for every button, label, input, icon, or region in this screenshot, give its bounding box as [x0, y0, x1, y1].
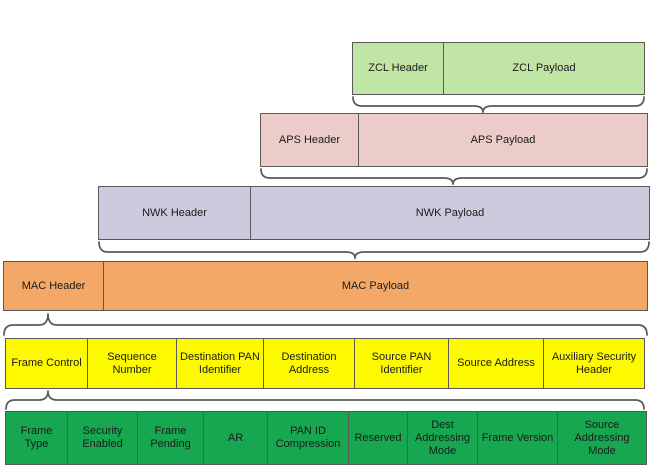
frame-control-fields-row: Frame Type Security Enabled Frame Pendin…: [5, 411, 647, 465]
bit-pan-id-compression: PAN ID Compression: [268, 412, 349, 464]
field-auxiliary-security-header-label: Auxiliary Security Header: [551, 350, 637, 376]
brace-aps-to-nwk-payload-icon: [260, 168, 648, 186]
mac-payload-label: MAC Payload: [341, 279, 410, 292]
field-destination-address-label: Destination Address: [281, 350, 337, 376]
mac-layer-row: MAC Header MAC Payload: [3, 261, 648, 311]
field-sequence-number-label: Sequence Number: [107, 350, 157, 376]
field-source-address-label: Source Address: [457, 357, 535, 369]
nwk-payload-label: NWK Payload: [415, 206, 485, 219]
aps-layer-row: APS Header APS Payload: [260, 113, 648, 167]
field-destination-pan-identifier-label: Destination PAN Identifier: [180, 350, 260, 376]
nwk-header-label: NWK Header: [142, 206, 207, 219]
zcl-payload-label: ZCL Payload: [512, 62, 576, 74]
brace-zcl-to-aps-payload-icon: [352, 96, 645, 114]
bit-dest-addressing-mode: Dest Addressing Mode: [408, 412, 478, 464]
nwk-header-box: NWK Header: [99, 187, 251, 239]
aps-header-box: APS Header: [261, 114, 359, 166]
zcl-layer-row: ZCL Header ZCL Payload: [352, 42, 645, 95]
aps-payload-box: APS Payload: [359, 114, 647, 166]
field-frame-control: Frame Control: [6, 339, 88, 388]
bit-frame-version-label: Frame Version: [481, 431, 554, 444]
bit-frame-pending-label: Frame Pending: [150, 425, 191, 450]
mac-header-fields-row: Frame Control Sequence Number Destinatio…: [5, 338, 645, 389]
zcl-header-label: ZCL Header: [368, 62, 428, 74]
bit-ar: AR: [204, 412, 268, 464]
brace-mac-header-expansion-icon: [3, 313, 648, 336]
bit-frame-type-label: Frame Type: [20, 425, 53, 450]
zcl-header-box: ZCL Header: [353, 43, 444, 94]
bit-dest-addressing-mode-label: Dest Addressing Mode: [414, 418, 471, 457]
bit-ar-label: AR: [227, 431, 244, 444]
zcl-payload-box: ZCL Payload: [444, 43, 644, 94]
field-sequence-number: Sequence Number: [88, 339, 177, 388]
nwk-payload-box: NWK Payload: [251, 187, 649, 239]
field-source-address: Source Address: [449, 339, 544, 388]
bit-reserved-label: Reserved: [354, 431, 402, 444]
mac-payload-box: MAC Payload: [104, 262, 647, 310]
nwk-layer-row: NWK Header NWK Payload: [98, 186, 650, 240]
bit-source-addressing-mode: Source Addressing Mode: [558, 412, 646, 464]
aps-payload-label: APS Payload: [470, 133, 536, 146]
field-source-pan-identifier-label: Source PAN Identifier: [371, 350, 432, 376]
aps-header-label: APS Header: [278, 133, 341, 146]
mac-header-label: MAC Header: [21, 279, 86, 292]
field-destination-address: Destination Address: [264, 339, 355, 388]
bit-frame-pending: Frame Pending: [138, 412, 204, 464]
bit-security-enabled-label: Security Enabled: [82, 425, 123, 450]
mac-header-box: MAC Header: [4, 262, 104, 310]
bit-security-enabled: Security Enabled: [68, 412, 138, 464]
bit-pan-id-compression-label: PAN ID Compression: [275, 425, 341, 450]
brace-nwk-to-mac-payload-icon: [98, 241, 650, 260]
bit-frame-type: Frame Type: [6, 412, 68, 464]
field-auxiliary-security-header: Auxiliary Security Header: [544, 339, 644, 388]
bit-reserved: Reserved: [349, 412, 408, 464]
bit-frame-version: Frame Version: [478, 412, 558, 464]
bit-source-addressing-mode-label: Source Addressing Mode: [574, 418, 630, 457]
brace-frame-control-expansion-icon: [5, 390, 645, 410]
field-destination-pan-identifier: Destination PAN Identifier: [177, 339, 264, 388]
field-source-pan-identifier: Source PAN Identifier: [355, 339, 449, 388]
field-frame-control-label: Frame Control: [11, 357, 82, 369]
